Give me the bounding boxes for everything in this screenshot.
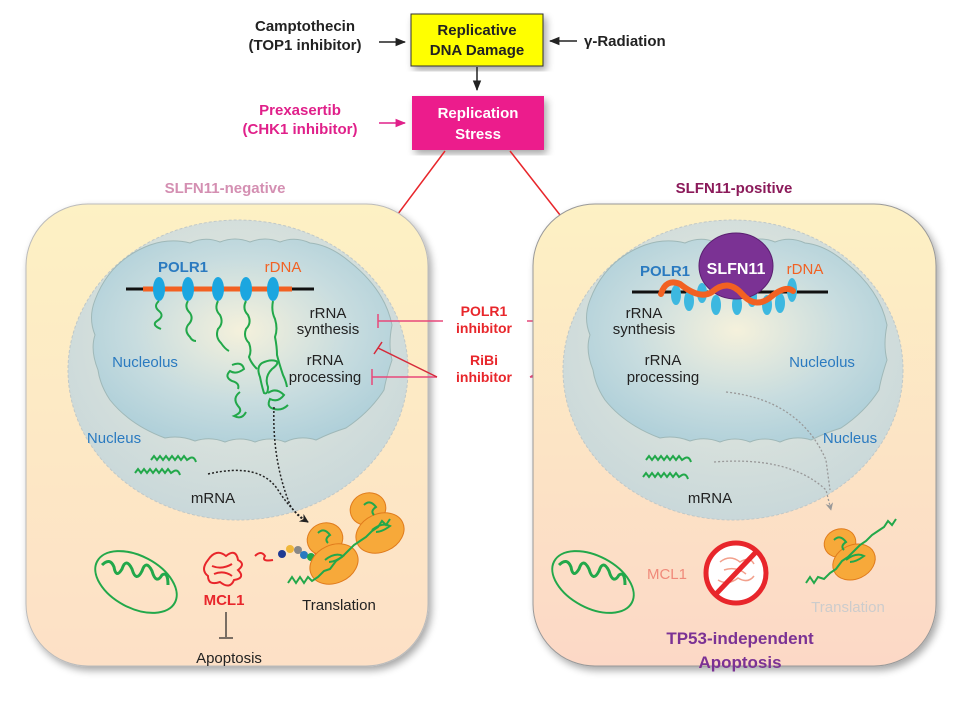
mrna-strand — [150, 454, 197, 463]
stress-box-sub-label: Stress — [455, 126, 501, 143]
translation-label: Translation — [302, 597, 376, 614]
mcl1-absent-icon — [703, 540, 769, 606]
rrna-synthesis-sub-label: synthesis — [297, 321, 360, 338]
rrna-strand — [271, 300, 288, 388]
ribi-processing-inhibition-left — [371, 369, 437, 385]
damage-box-label: Replicative — [437, 22, 516, 39]
ribi-inhibitor-sub-label: inhibitor — [456, 369, 513, 385]
polr1-complex — [732, 295, 742, 315]
rdna-label: rDNA — [787, 261, 824, 278]
polr1-complex — [267, 277, 279, 301]
rrna-export-arrow — [725, 391, 831, 491]
mrna-being-translated — [805, 518, 897, 585]
mcl1-protein-icon — [203, 551, 274, 587]
polr1-label: POLR1 — [158, 259, 208, 276]
polr1-label: POLR1 — [640, 263, 690, 280]
camptothecin-label: Camptothecin — [255, 18, 355, 35]
rrna-synthesis-label: rRNA — [626, 305, 663, 322]
slfn11-negative-cell: SLFN11-negative POLR1 rDNA — [25, 180, 429, 667]
polr1-complex — [775, 293, 785, 313]
polr1-inhibitor-sub-label: inhibitor — [456, 320, 513, 336]
stress-box — [412, 96, 544, 150]
slfn11-protein — [698, 232, 774, 300]
apoptosis-label: Apoptosis — [698, 653, 781, 672]
rrna-strand — [153, 300, 163, 330]
mitochondrion-icon — [551, 550, 635, 614]
processed-rrna — [267, 389, 289, 411]
nucleus-label: Nucleus — [87, 430, 141, 447]
mrna-being-translated — [287, 518, 391, 585]
mrna-label: mRNA — [191, 490, 235, 507]
ribi-inhibitor-label: RiBi — [470, 352, 498, 368]
rrna-processing-label: rRNA — [307, 352, 344, 369]
rdna-label: rDNA — [265, 259, 302, 276]
processed-rrna — [226, 362, 246, 390]
mrna-export-arrow — [207, 469, 309, 523]
rrna-synthesis-sub-label: synthesis — [613, 321, 676, 338]
polr1-complexes — [153, 277, 279, 301]
polr1-inhibitor-label: POLR1 — [461, 303, 508, 319]
rrna-processing-sub-label: processing — [289, 369, 362, 386]
nucleolus-label: Nucleolus — [789, 354, 855, 371]
top-pathway: Camptothecin (TOP1 inhibitor) Replicativ… — [243, 13, 666, 239]
positive-cell-title: SLFN11-positive — [676, 180, 793, 197]
rrna-strand — [243, 300, 258, 370]
ribosome-stalled — [805, 518, 897, 585]
mrna-strands — [642, 454, 692, 480]
rrna-strand — [185, 300, 197, 342]
tp53-independent-label: TP53-independent — [666, 629, 814, 648]
prexasertib-sub-label: (CHK1 inhibitor) — [243, 121, 358, 138]
nucleolus-label: Nucleolus — [112, 354, 178, 371]
polr1-complex — [684, 291, 694, 311]
slfn11-positive-cell: SLFN11-positive SLFN11 POLR1 rDNA rRNA s… — [532, 180, 937, 672]
polr1-complex — [671, 285, 681, 305]
rrna-synthesis-label: rRNA — [310, 305, 347, 322]
nascent-rrna — [153, 300, 289, 419]
damage-box — [410, 13, 544, 67]
mrna-strand — [134, 467, 181, 476]
polr1-complex — [182, 277, 194, 301]
mrna-strand — [645, 454, 692, 463]
mrna-strands — [134, 454, 197, 476]
polr1-complex — [711, 295, 721, 315]
nucleus-label: Nucleus — [823, 430, 877, 447]
apoptosis-label: Apoptosis — [196, 650, 262, 667]
nucleolus-shape — [91, 238, 393, 443]
processed-rrna — [257, 359, 279, 395]
damage-box-sub-label: DNA Damage — [430, 42, 524, 59]
rdna-segment — [658, 279, 796, 306]
ribi-synthesis-inhibition-left — [373, 341, 438, 378]
slfn11-label: SLFN11 — [707, 261, 766, 278]
mcl1-label: MCL1 — [204, 592, 245, 609]
negative-cell-title: SLFN11-negative — [165, 180, 286, 197]
mcl1-label: MCL1 — [647, 566, 687, 583]
rrna-processing-label: rRNA — [645, 352, 682, 369]
stress-box-label: Replication — [438, 105, 519, 122]
prexasertib-label: Prexasertib — [259, 102, 341, 119]
inhibitors: POLR1 inhibitor RiBi inhibitor — [371, 303, 612, 385]
mrna-label: mRNA — [688, 490, 732, 507]
mrna-strand — [642, 471, 689, 480]
rrna-processing-sub-label: processing — [627, 369, 700, 386]
polr1-inhibition-left — [377, 314, 443, 328]
rrna-strand — [215, 300, 230, 352]
polr1-complex — [240, 277, 252, 301]
polr1-complex — [153, 277, 165, 301]
rrna-export-arrow — [273, 406, 309, 523]
ribosomes-translating — [287, 492, 405, 585]
mitochondrion-icon — [94, 550, 178, 614]
translation-label: Translation — [811, 599, 885, 616]
camptothecin-sub-label: (TOP1 inhibitor) — [248, 37, 361, 54]
polr1-complex — [212, 277, 224, 301]
processed-rrna — [231, 391, 247, 419]
radiation-label: γ-Radiation — [584, 33, 666, 50]
